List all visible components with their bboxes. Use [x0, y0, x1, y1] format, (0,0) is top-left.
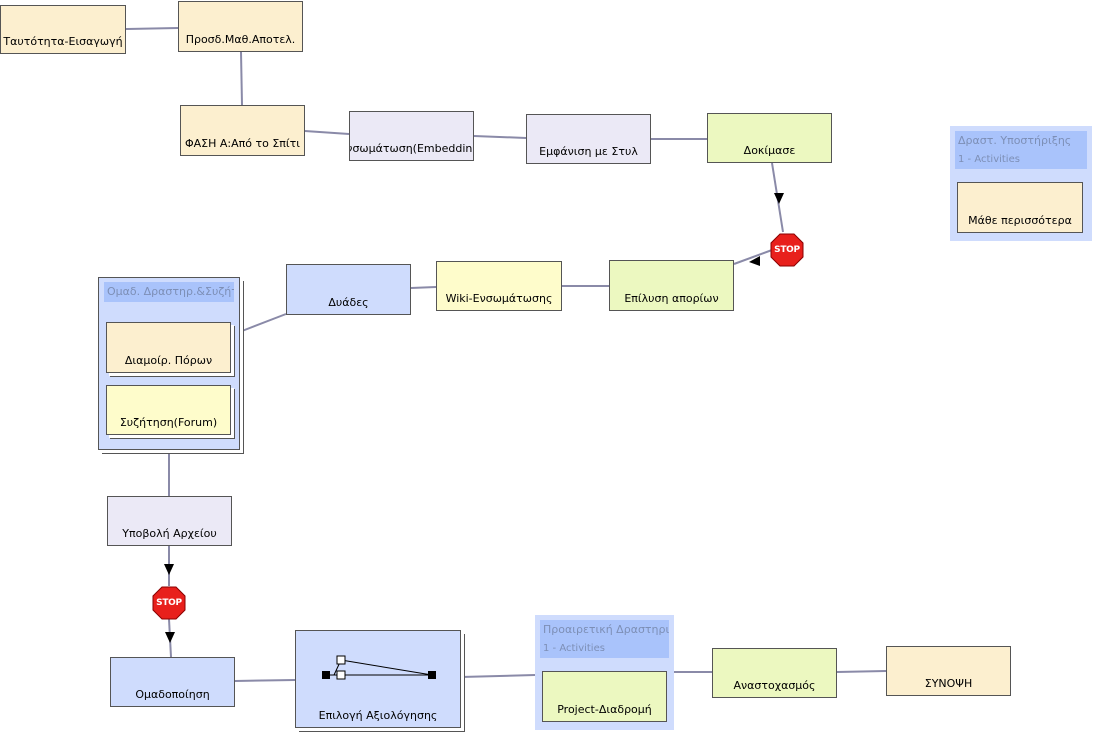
activity-node-n8[interactable]: Wiki-Ενσωμάτωσης	[436, 261, 562, 311]
connector-3	[304, 130, 350, 135]
stop-octagon-icon	[152, 586, 186, 620]
activity-node-n13[interactable]: Αναστοχασμός	[712, 648, 837, 698]
activity-node-n5[interactable]: Εμφάνιση με Στυλ	[526, 114, 651, 164]
arrowhead-stop2-in	[164, 564, 174, 575]
stop-gate-1[interactable]: STOP	[770, 233, 804, 267]
arrowhead-stop2-out	[165, 632, 175, 643]
arrowhead-stop1-in	[774, 193, 784, 204]
activity-node-n14[interactable]: ΣΥΝΟΨΗ	[886, 646, 1011, 696]
activity-node-n2[interactable]: Προσδ.Μαθ.Αποτελ.	[178, 1, 303, 52]
support-group-subtitle: 1 - Activities	[955, 151, 1087, 169]
connector-17	[836, 670, 887, 673]
activity-node-n1[interactable]: Ταυτότητα-Εισαγωγή	[0, 5, 126, 54]
optional-child-node[interactable]: Project-Διαδρομή	[542, 671, 667, 722]
activity-node-n7[interactable]: Επίλυση απορίων	[609, 260, 734, 311]
connector-4	[473, 135, 527, 139]
support-activities-group[interactable]: Δραστ. Υποστήριξης 1 - Activities Μάθε π…	[950, 126, 1092, 241]
group-activity-container[interactable]: Ομαδ. Δραστηρ.&Συζήτ. Διαμοίρ. Πόρων Συζ…	[98, 277, 240, 450]
optional-group-subtitle: 1 - Activities	[540, 640, 669, 658]
activity-node-n11[interactable]: Ομαδοποίηση	[110, 657, 235, 707]
activity-node-n4[interactable]: Ενσωμάτωση(Embedding)	[349, 111, 474, 161]
branching-node-label: Επιλογή Αξιολόγησης	[318, 709, 438, 722]
connector-7	[733, 249, 773, 265]
activity-node-n9[interactable]: Δυάδες	[286, 264, 411, 315]
activity-node-n6[interactable]: Δοκίμασε	[707, 113, 832, 163]
branching-node-n12[interactable]: Επιλογή Αξιολόγησης	[295, 630, 461, 728]
optional-group-title: Προαιρετική Δραστηρι	[540, 620, 669, 640]
group-child-node-2[interactable]: Συζήτηση(Forum)	[106, 385, 231, 435]
connector-2	[240, 51, 243, 106]
group-activity-title: Ομαδ. Δραστηρ.&Συζήτ.	[104, 282, 234, 302]
connector-9	[410, 286, 437, 289]
branching-icon	[322, 655, 436, 680]
connector-1	[125, 27, 179, 30]
activity-node-n3[interactable]: ΦΑΣΗ Α:Από το Σπίτι	[180, 105, 305, 156]
stop-octagon-icon	[770, 233, 804, 267]
stop-gate-1-label: STOP	[774, 245, 800, 255]
stop-gate-2[interactable]: STOP	[152, 586, 186, 620]
connector-10	[241, 313, 287, 332]
stop-gate-2-label: STOP	[156, 598, 182, 608]
activity-node-n10[interactable]: Υποβολή Αρχείου	[107, 496, 232, 546]
optional-activity-group[interactable]: Προαιρετική Δραστηρι 1 - Activities Proj…	[535, 615, 674, 730]
connector-15	[460, 674, 536, 678]
arrowhead-stop1-out	[749, 256, 760, 266]
group-child-node-1[interactable]: Διαμοίρ. Πόρων	[106, 322, 231, 373]
support-group-title: Δραστ. Υποστήριξης	[955, 131, 1087, 151]
connector-14	[234, 679, 296, 682]
support-child-node[interactable]: Μάθε περισσότερα	[957, 182, 1083, 233]
